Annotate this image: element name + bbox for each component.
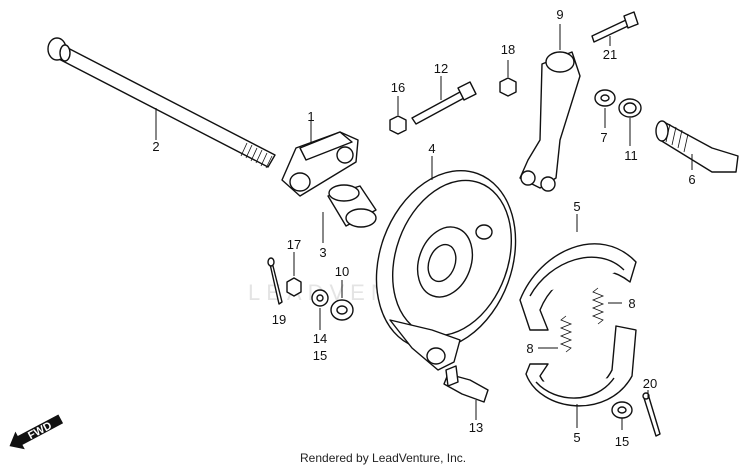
- callout-9: 9: [556, 7, 563, 22]
- callout-15-left: 15: [313, 348, 327, 363]
- part-6-brake-cam: [655, 120, 739, 173]
- callout-16: 16: [391, 80, 405, 95]
- part-1-bracket: [281, 120, 359, 197]
- part-8-springs: [538, 287, 622, 353]
- part-18-nut: [499, 60, 517, 97]
- part-5-brake-shoe-lower: [525, 325, 637, 428]
- callout-1: 1: [307, 109, 314, 124]
- callout-15-right: 15: [615, 434, 629, 449]
- callout-20: 20: [643, 376, 657, 391]
- fwd-label: FWD: [26, 420, 54, 442]
- part-9-brake-arm: [519, 24, 581, 192]
- part-21-bolt: [591, 11, 639, 46]
- fwd-arrow-icon: [9, 414, 64, 450]
- part-7-washer: [594, 89, 616, 128]
- callout-3: 3: [319, 245, 326, 260]
- callout-18: 18: [501, 42, 515, 57]
- callout-5-upper: 5: [573, 199, 580, 214]
- callout-17: 17: [287, 237, 301, 252]
- callout-5-lower: 5: [573, 430, 580, 445]
- callout-12: 12: [434, 61, 448, 76]
- part-16-nut: [389, 96, 407, 135]
- callout-7: 7: [600, 130, 607, 145]
- callout-19: 19: [272, 312, 286, 327]
- callout-labels: 1 2 3 4 5 5 6 7 8 8 9 10 11 12 13 14 15 …: [152, 7, 695, 449]
- part-3-collar: [322, 184, 377, 243]
- callout-8-left: 8: [526, 341, 533, 356]
- part-13-bolt: [443, 365, 489, 420]
- callout-10: 10: [335, 264, 349, 279]
- part-17-nut: [286, 252, 302, 297]
- part-5-brake-shoe-upper: [519, 214, 637, 331]
- callout-2: 2: [152, 139, 159, 154]
- callout-8-right: 8: [628, 296, 635, 311]
- callout-4: 4: [428, 141, 435, 156]
- callout-6: 6: [688, 172, 695, 187]
- credit-text: Rendered by LeadVenture, Inc.: [300, 451, 466, 465]
- part-15-washer-lower: [611, 401, 633, 430]
- part-2-axle: [47, 37, 276, 169]
- part-12-bolt: [411, 76, 477, 125]
- fwd-arrow: FWD: [9, 414, 64, 450]
- callout-13: 13: [469, 420, 483, 435]
- callout-11: 11: [624, 148, 638, 163]
- part-14-15-washer: [311, 289, 329, 330]
- part-10-washer: [330, 280, 354, 321]
- part-19-cotter-pin: [267, 257, 283, 305]
- part-20-cotter-pin: [642, 390, 661, 437]
- callout-21: 21: [603, 47, 617, 62]
- part-11-seal: [618, 98, 642, 146]
- callout-14: 14: [313, 331, 327, 346]
- part-4-brake-panel: [375, 156, 517, 371]
